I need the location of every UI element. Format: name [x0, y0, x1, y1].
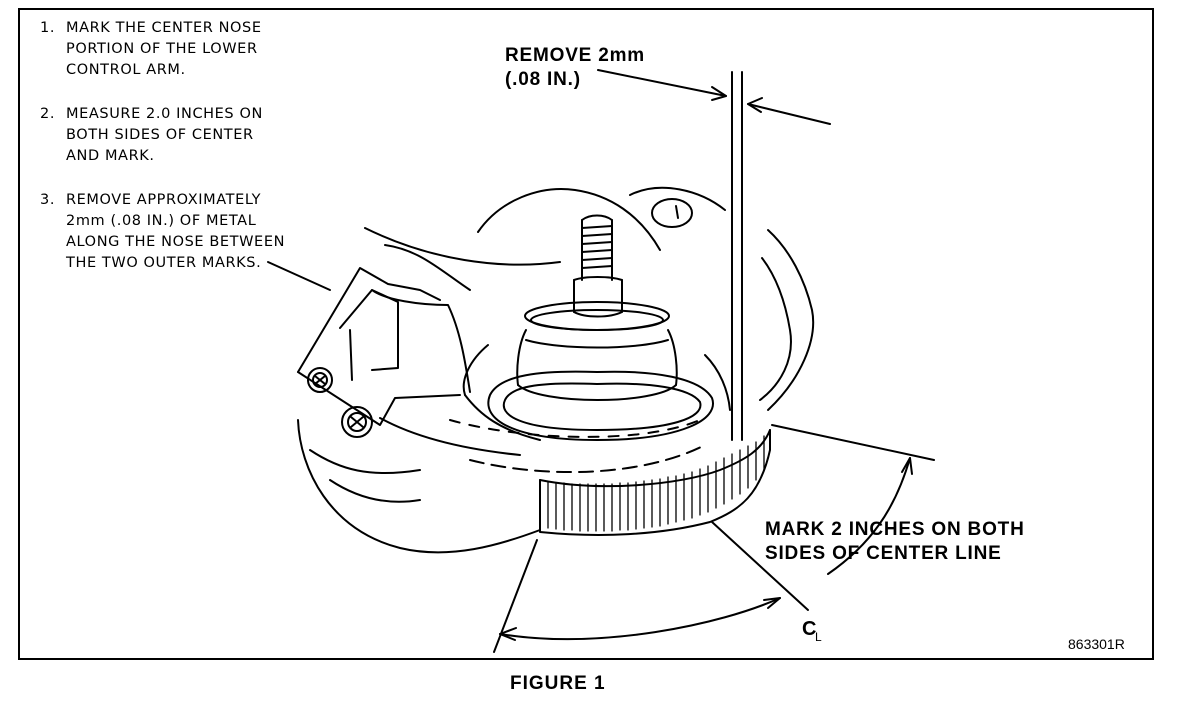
mark-reference-line	[771, 424, 935, 461]
body-left-line	[384, 244, 471, 291]
centerline-leader	[711, 521, 809, 611]
step-number: 3.	[40, 192, 56, 208]
right-frame-inner	[759, 257, 792, 401]
access-hole	[651, 198, 693, 228]
figure-caption: FIGURE 1	[510, 673, 606, 694]
centerline-symbol: C	[802, 618, 817, 640]
step-number: 2.	[40, 106, 56, 122]
step-text: MEASURE 2.0 INCHES ON BOTH SIDES OF CENT…	[66, 106, 263, 164]
step-text: REMOVE APPROXIMATELY 2mm (.08 IN.) OF ME…	[66, 192, 286, 271]
bracket-bolt-lower	[341, 406, 373, 438]
figure-frame	[18, 8, 1154, 660]
threaded-stud	[573, 214, 623, 318]
lower-control-arm	[297, 344, 771, 554]
instruction-step-1: 1. MARK THE CENTER NOSE PORTION OF THE L…	[40, 18, 262, 81]
upper-arch-outline	[477, 188, 661, 251]
step-number: 1.	[40, 20, 56, 36]
ball-joint-boot	[516, 301, 678, 401]
right-frame-outer	[767, 229, 815, 411]
centerline-symbol-sub: L	[815, 630, 822, 644]
upper-arch-outline-2	[629, 186, 726, 211]
bracket-bolt-upper	[307, 367, 333, 393]
remove-callout: REMOVE 2mm (.08 IN.)	[505, 45, 645, 90]
mark-dimension-arc	[499, 457, 913, 641]
instruction-step-2: 2. MEASURE 2.0 INCHES ON BOTH SIDES OF C…	[40, 104, 263, 167]
instruction-step-3: 3. REMOVE APPROXIMATELY 2mm (.08 IN.) OF…	[40, 190, 285, 274]
step-text: MARK THE CENTER NOSE PORTION OF THE LOWE…	[66, 20, 262, 78]
mark-callout: MARK 2 INCHES ON BOTH SIDES OF CENTER LI…	[765, 519, 1025, 564]
nose-dashed-line-2	[449, 419, 701, 438]
ball-joint-seat	[487, 370, 714, 441]
remove-dimension-arrows	[597, 69, 831, 125]
nose-dashed-line	[469, 444, 706, 474]
removal-zone-hatching	[547, 435, 765, 532]
upper-arch-outline-3	[364, 227, 561, 266]
mounting-bracket	[267, 261, 471, 426]
figure-code: 863301R	[1068, 636, 1125, 652]
